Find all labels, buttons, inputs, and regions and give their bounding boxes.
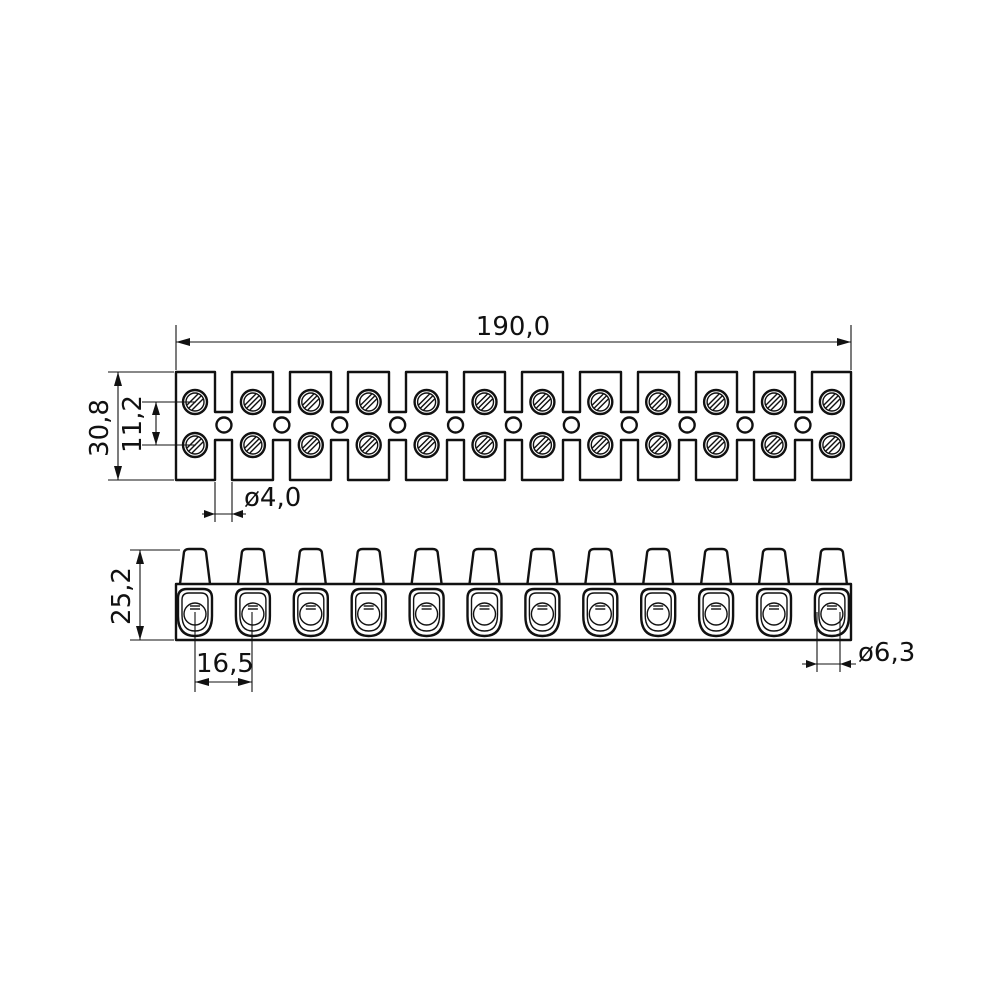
mounting-hole (736, 416, 754, 434)
screw-head-icon (355, 431, 382, 459)
mounting-hole (678, 416, 696, 434)
top-view-outline (174, 370, 853, 482)
terminal-entry (582, 547, 619, 638)
terminal-entry (755, 547, 793, 638)
dimension-labels: 190,0 30,8 11,2 ø4,0 25,2 16,5 ø6,3 (85, 312, 915, 679)
wire-entry-icon (646, 602, 670, 626)
screw-head-icon (529, 431, 556, 459)
screw-head-icon (471, 431, 498, 459)
screw-head-icon (702, 431, 730, 459)
terminal-entry (524, 547, 561, 638)
mounting-hole (562, 416, 581, 434)
terminal-entry (813, 547, 851, 638)
screw-head-icon (471, 388, 498, 416)
wire-entry-icon (414, 602, 439, 626)
dim-screw-spacing: 11,2 (118, 395, 148, 453)
dim-entry-diameter: ø6,3 (858, 638, 915, 668)
side-view (174, 547, 853, 642)
mounting-hole (331, 416, 349, 434)
mounting-hole (446, 416, 465, 434)
screw-head-icon (297, 388, 324, 416)
dim-height-top: 30,8 (85, 399, 115, 457)
wire-entry-icon (588, 602, 612, 626)
wire-entry-icon (762, 602, 786, 626)
top-screws (181, 388, 846, 459)
terminal-entry (408, 547, 445, 638)
dimension-lines (108, 325, 856, 692)
screw-head-icon (239, 431, 267, 459)
screw-head-icon (239, 388, 267, 416)
screw-head-icon (818, 431, 846, 459)
dim-hole-diameter: ø4,0 (244, 483, 301, 513)
terminal-entry (176, 547, 214, 638)
top-mounting-holes (215, 416, 812, 434)
screw-head-icon (587, 388, 614, 416)
screw-head-icon (760, 388, 788, 416)
screw-head-icon (702, 388, 730, 416)
terminal-entry (640, 547, 677, 638)
wire-entry-icon (704, 602, 728, 626)
screw-head-icon (760, 431, 788, 459)
side-terminals (176, 547, 851, 638)
wire-entry-icon (530, 602, 555, 626)
terminal-entry (234, 547, 272, 638)
screw-head-icon (413, 431, 440, 459)
terminal-entry (466, 547, 503, 638)
terminal-entry (292, 547, 329, 638)
mounting-hole (273, 416, 291, 434)
mounting-hole (215, 416, 233, 434)
screw-head-icon (413, 388, 440, 416)
top-view (174, 370, 853, 482)
mounting-hole (504, 416, 523, 434)
screw-head-icon (529, 388, 556, 416)
terminal-entry (350, 547, 387, 638)
wire-entry-icon (820, 602, 844, 626)
screw-head-icon (818, 388, 846, 416)
mounting-hole (794, 416, 812, 434)
dim-pitch: 16,5 (196, 649, 254, 679)
mounting-hole (388, 416, 407, 434)
screw-head-icon (645, 388, 672, 416)
wire-entry-icon (299, 602, 323, 626)
screw-head-icon (355, 388, 382, 416)
dim-total-length: 190,0 (476, 312, 550, 342)
screw-head-icon (645, 431, 672, 459)
side-view-base (174, 582, 853, 642)
wire-entry-icon (241, 602, 265, 626)
screw-head-icon (297, 431, 324, 459)
screw-head-icon (587, 431, 614, 459)
mounting-hole (620, 416, 638, 434)
wire-entry-icon (357, 602, 381, 626)
wire-entry-icon (472, 602, 497, 626)
dim-height-side: 25,2 (107, 567, 137, 625)
terminal-entry (697, 547, 735, 638)
